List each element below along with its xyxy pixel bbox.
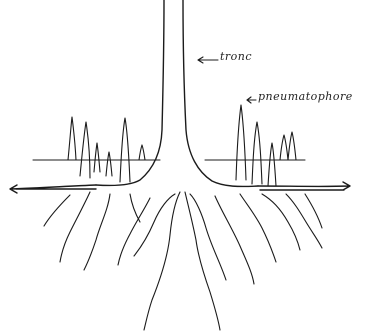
right-root-5	[305, 194, 322, 228]
pneumatophore-left-4	[106, 152, 112, 176]
left-root-1	[60, 192, 90, 262]
pneumatophore-left-3	[94, 143, 100, 172]
pneumatophore-right-5	[288, 132, 296, 160]
pneumatophore-left-5	[120, 118, 130, 182]
pneumatophore-left-2	[80, 122, 90, 178]
pneumatophore-label: pneumatophore	[258, 90, 353, 103]
left-cable-root	[10, 185, 96, 193]
right-root-1	[215, 196, 254, 284]
trunk-right-edge	[183, 0, 258, 186]
central-root-1	[144, 192, 180, 330]
left-root-5	[44, 195, 70, 226]
central-root-2	[185, 192, 220, 330]
pneumatophore-left-6	[139, 145, 145, 160]
right-cable-root	[258, 182, 350, 190]
pneumatophore-right-2	[252, 122, 262, 184]
pneumatophore-left-1	[68, 117, 76, 160]
pneumatophore-right-1	[236, 105, 246, 180]
right-root-4	[286, 194, 322, 248]
pneumatophore-right-4	[280, 135, 288, 160]
trunk-left-edge	[96, 0, 164, 185]
pneumatophore-right-3	[268, 143, 276, 186]
right-root-2	[240, 194, 276, 262]
left-root-2	[84, 194, 110, 270]
tronc-label: tronc	[220, 50, 252, 63]
